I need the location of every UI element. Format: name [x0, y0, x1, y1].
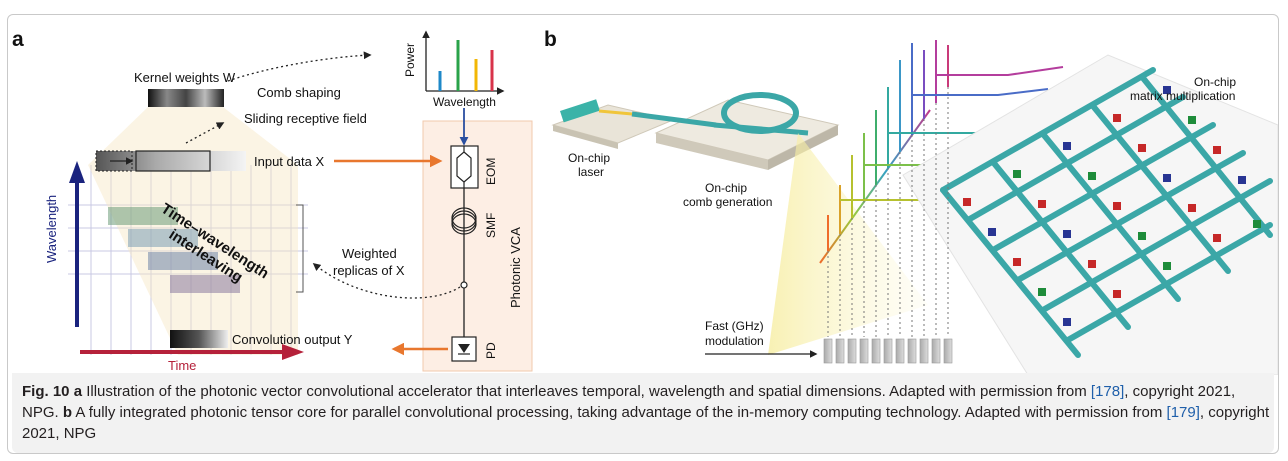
matrix-label-line2: matrix multiplication	[1130, 89, 1235, 103]
comb-label-line1: On-chip	[705, 181, 747, 195]
input-data-label: Input data X	[254, 154, 324, 169]
eom-label: EOM	[484, 158, 498, 185]
photodetector	[451, 336, 477, 362]
kernel-weights-label: Kernel weights W	[134, 70, 236, 85]
caption-panel-a-text: Illustration of the photonic vector conv…	[82, 383, 1091, 400]
small-wavelength-axis-label: Wavelength	[433, 95, 496, 109]
matrix-label-line1: On-chip	[1194, 75, 1236, 89]
memory-cells	[963, 86, 1261, 326]
on-chip-laser	[551, 99, 675, 149]
comb-label-line2: comb generation	[683, 195, 772, 209]
caption-reference-179[interactable]: [179]	[1166, 404, 1200, 421]
figure-caption: Fig. 10 a Illustration of the photonic v…	[12, 373, 1274, 453]
smf-label: SMF	[484, 213, 498, 238]
waveguide-mesh	[940, 67, 1273, 358]
time-axis-label: Time	[168, 358, 196, 373]
smf-coil	[451, 207, 477, 235]
fast-modulation-waveforms	[823, 338, 953, 364]
panel-a: a Ke	[12, 28, 533, 373]
caption-panel-b-text: A fully integrated photonic tensor core …	[72, 404, 1167, 421]
laser-label-line2: laser	[578, 165, 604, 179]
caption-panel-b-letter: b	[62, 404, 73, 421]
comb-shaping-label: Comb shaping	[257, 85, 341, 100]
pd-label: PD	[484, 342, 498, 359]
power-axis-label: Power	[403, 43, 417, 77]
sliding-field-arrow	[185, 122, 225, 144]
caption-reference-178[interactable]: [178]	[1090, 383, 1125, 400]
input-data-bar	[96, 151, 246, 171]
weighted-label-line1: Weighted	[342, 246, 397, 261]
weighted-label-line2: replicas of X	[333, 263, 405, 278]
time-axis-arrowhead	[282, 344, 304, 360]
modulation-drop-lines	[827, 87, 949, 337]
wavelength-axis-arrowhead	[69, 161, 85, 183]
fiber-tap-point	[460, 281, 468, 289]
panel-a-letter: a	[12, 28, 24, 51]
replicas-bracket	[296, 204, 304, 293]
caption-panel-a-letter: a	[73, 383, 83, 400]
panel-b-letter: b	[544, 28, 557, 51]
time-wavelength-grid	[68, 165, 308, 355]
figure-panels: a Ke	[12, 28, 1278, 375]
caption-copyright-b: , copyright 2021, NPG	[22, 404, 1270, 442]
convolution-output-bar	[170, 330, 228, 348]
comb-lines	[827, 40, 949, 251]
power-spectrum-plot	[422, 30, 505, 95]
weighted-replicas-blocks	[108, 207, 240, 293]
matrix-chip-base	[902, 54, 1278, 375]
wavelength-axis-label: Wavelength	[44, 195, 59, 263]
sliding-field-label: Sliding receptive field	[244, 111, 367, 126]
fast-modulation-label-line1: Fast (GHz)	[705, 319, 764, 333]
caption-figure-label: Fig. 10	[22, 383, 70, 400]
photonic-vca-label: Photonic VCA	[508, 227, 523, 308]
receptive-window-current	[135, 150, 211, 172]
weighted-replicas-arrow	[312, 263, 461, 299]
comb-light-cone	[768, 133, 928, 355]
convolution-output-label: Convolution output Y	[232, 332, 353, 347]
panel-b: b On-chip laser On-chip comb generation	[544, 28, 1278, 375]
figure-border	[7, 14, 1279, 454]
laser-label-line1: On-chip	[568, 151, 610, 165]
fast-modulation-label-line2: modulation	[705, 334, 764, 348]
caption-text: Fig. 10 a Illustration of the photonic v…	[22, 381, 1270, 444]
caption-copyright-a: , copyright 2021, NPG.	[22, 383, 1236, 421]
eom-modulator	[450, 145, 479, 189]
kernel-weights-bar	[148, 89, 224, 107]
comb-shaping-arrow	[227, 51, 372, 82]
